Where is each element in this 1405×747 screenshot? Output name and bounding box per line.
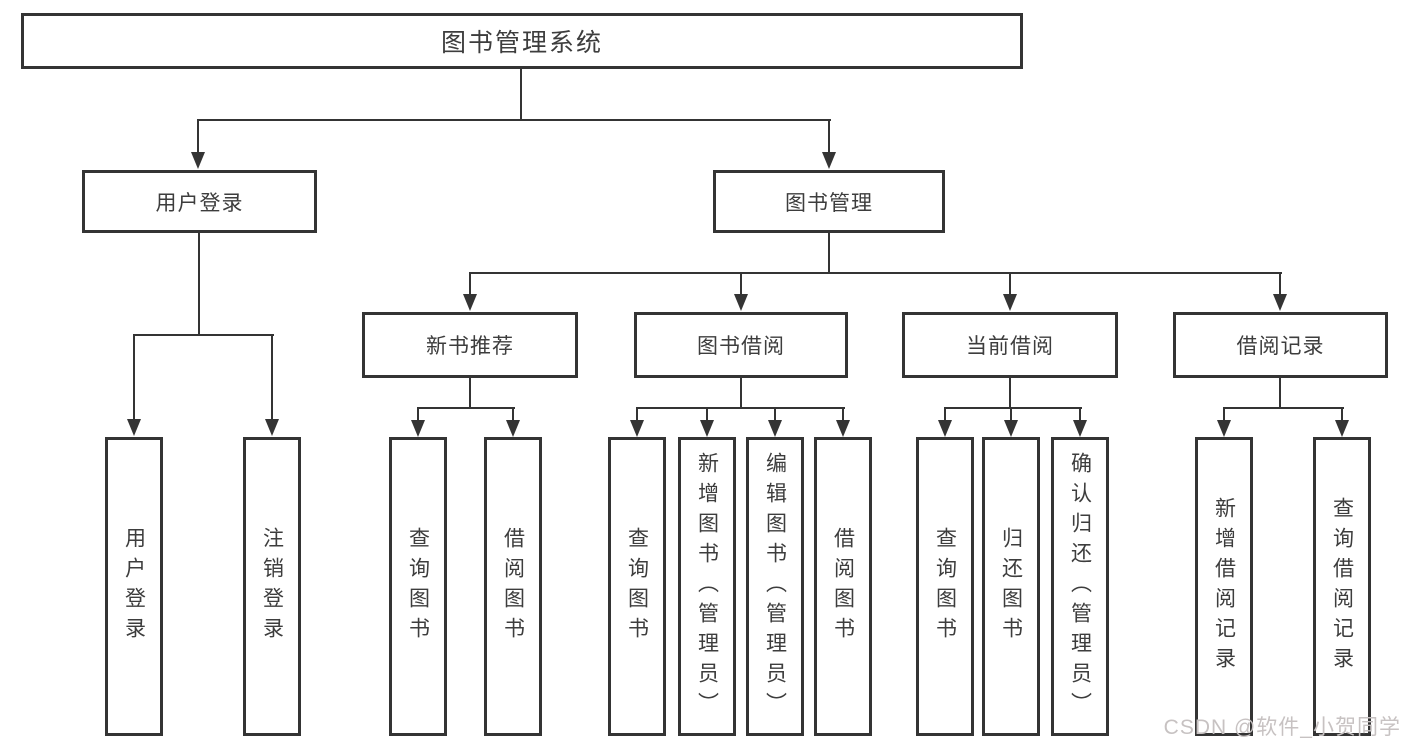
leaf-label: 查询图书 [933,526,957,647]
arrowhead-down-icon [265,419,279,436]
leaf-label: 归还图书 [999,526,1023,647]
watermark: CSDN @软件_小贺同学 [1163,716,1401,739]
connector-vline [1009,378,1011,409]
leaf-label: 查询借阅记录 [1330,496,1354,677]
leaf-label: 新增图书（管理员） [695,451,719,722]
connector-vline [842,407,844,422]
arrowhead-down-icon [630,420,644,437]
connector-vline [417,407,419,422]
connector-vline [1009,272,1011,297]
connector-vline [520,69,522,121]
arrowhead-down-icon [768,420,782,437]
connector-vline [512,407,514,422]
leaf-label: 查询图书 [625,526,649,647]
leaf-borrow-book-1: 借阅图书 [484,437,542,736]
connector-vline [828,119,830,155]
arrowhead-down-icon [127,419,141,436]
node-label: 图书管理系统 [440,29,603,57]
node-new-book-recommend: 新书推荐 [362,312,578,378]
node-label: 图书借阅 [697,335,785,358]
node-label: 新书推荐 [426,335,514,358]
connector-vline [1079,407,1081,422]
leaf-query-book-2: 查询图书 [608,437,666,736]
connector-hline [945,407,1082,409]
node-book-borrow: 图书借阅 [634,312,848,378]
arrowhead-down-icon [463,294,477,311]
leaf-logout: 注销登录 [243,437,301,736]
arrowhead-down-icon [1003,294,1017,311]
leaf-query-book-1: 查询图书 [389,437,447,736]
leaf-return-book: 归还图书 [982,437,1040,736]
arrowhead-down-icon [1073,420,1087,437]
node-label: 图书管理 [785,191,873,215]
leaf-label: 编辑图书（管理员） [763,451,787,722]
connector-vline [198,233,200,336]
node-user-login: 用户登录 [82,170,317,233]
leaf-add-borrow-record: 新增借阅记录 [1195,437,1253,736]
arrowhead-down-icon [1217,420,1231,437]
arrowhead-down-icon [1335,420,1349,437]
node-borrow-record: 借阅记录 [1173,312,1388,378]
arrowhead-down-icon [822,152,836,169]
arrowhead-down-icon [700,420,714,437]
node-label: 借阅记录 [1236,335,1325,358]
leaf-label: 注销登录 [260,526,284,647]
node-book-management: 图书管理 [713,170,945,233]
arrowhead-down-icon [734,294,748,311]
leaf-label: 查询图书 [406,526,430,647]
connector-hline [1224,407,1344,409]
leaf-label: 用户登录 [122,526,146,647]
connector-vline [1279,272,1281,297]
leaf-borrow-book-2: 借阅图书 [814,437,872,736]
arrowhead-down-icon [1004,420,1018,437]
leaf-edit-book-admin: 编辑图书（管理员） [746,437,804,736]
leaf-label: 新增借阅记录 [1212,496,1236,677]
arrowhead-down-icon [1273,294,1287,311]
connector-vline [469,272,471,297]
node-current-borrow: 当前借阅 [902,312,1118,378]
node-library-system: 图书管理系统 [21,13,1023,69]
connector-hline [637,407,845,409]
connector-vline [197,119,199,155]
connector-vline [271,334,273,422]
connector-vline [774,407,776,422]
connector-hline [198,119,831,121]
arrowhead-down-icon [506,420,520,437]
connector-vline [1279,378,1281,409]
leaf-confirm-return-admin: 确认归还（管理员） [1051,437,1109,736]
arrowhead-down-icon [191,152,205,169]
arrowhead-down-icon [411,420,425,437]
connector-hline [470,272,1282,274]
leaf-label: 借阅图书 [831,526,855,647]
connector-vline [706,407,708,422]
connector-vline [944,407,946,422]
leaf-label: 借阅图书 [501,526,525,647]
connector-hline [418,407,515,409]
connector-vline [636,407,638,422]
arrowhead-down-icon [836,420,850,437]
leaf-add-book-admin: 新增图书（管理员） [678,437,736,736]
connector-hline [134,334,274,336]
leaf-query-borrow-record: 查询借阅记录 [1313,437,1371,736]
leaf-label: 确认归还（管理员） [1068,451,1092,722]
connector-vline [1223,407,1225,422]
leaf-query-book-3: 查询图书 [916,437,974,736]
leaf-user-login: 用户登录 [105,437,163,736]
connector-vline [740,272,742,297]
node-label: 当前借阅 [966,335,1054,358]
connector-vline [828,233,830,274]
connector-vline [133,334,135,422]
connector-vline [740,378,742,409]
node-label: 用户登录 [155,191,244,215]
connector-vline [469,378,471,409]
connector-vline [1010,407,1012,422]
connector-vline [1341,407,1343,422]
arrowhead-down-icon [938,420,952,437]
